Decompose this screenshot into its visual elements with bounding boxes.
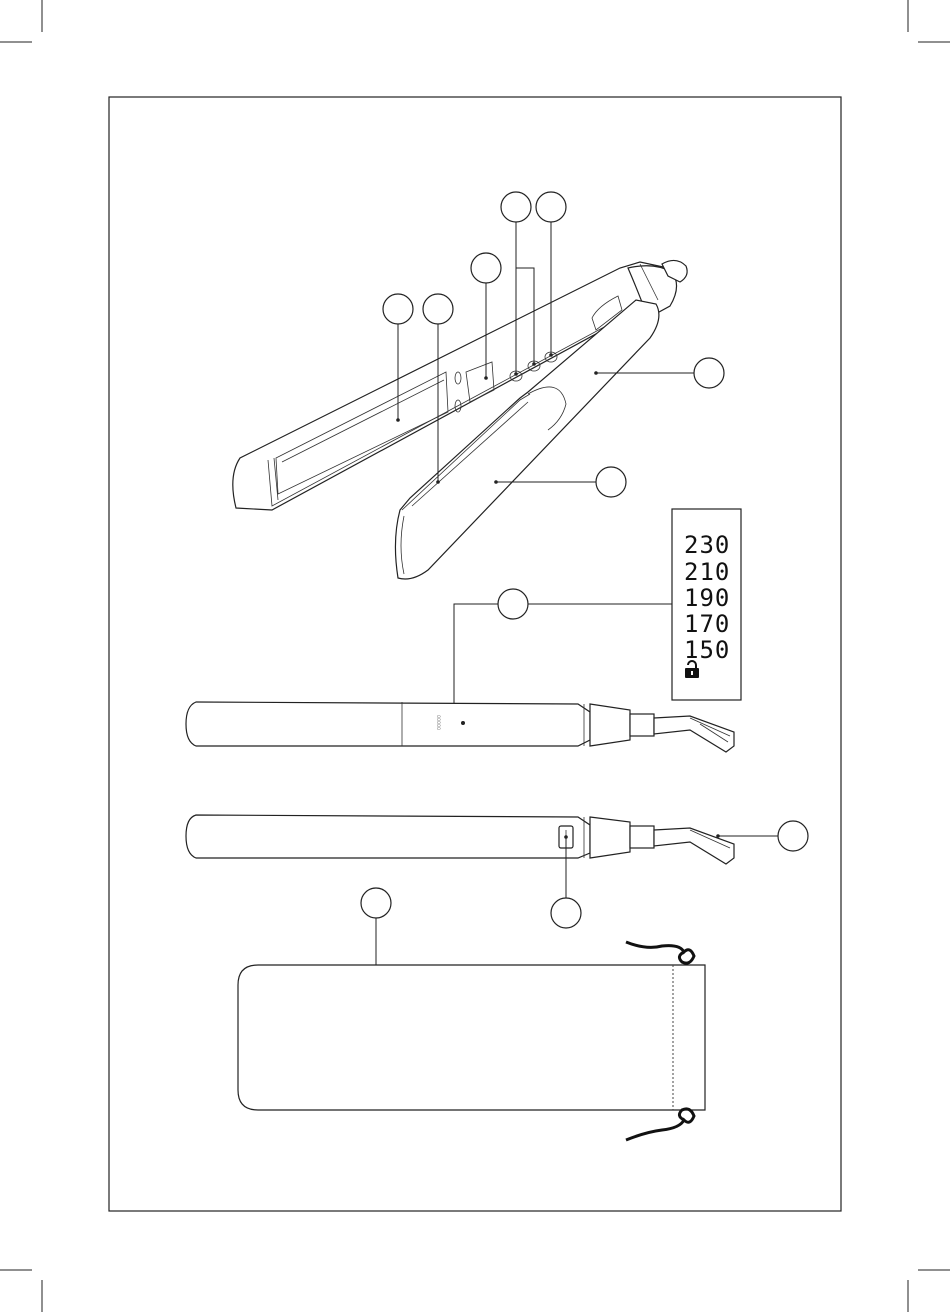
temperature-display-panel: 230 210 190 170 150 [672, 509, 741, 700]
callout-i [778, 821, 808, 851]
temp-170: 170 [684, 610, 730, 638]
leader-lines-middle [452, 604, 672, 712]
storage-pouch [238, 942, 705, 1140]
temp-230: 230 [684, 531, 730, 559]
callout-e [536, 192, 566, 222]
callout-k [361, 888, 391, 918]
temp-210: 210 [684, 558, 730, 586]
callout-a [383, 294, 413, 324]
callout-d [501, 192, 531, 222]
callout-h [498, 589, 528, 619]
straightener-side-view-switch [186, 815, 734, 864]
straightener-side-view-display: ▯▯▯▯▯ [186, 702, 734, 752]
callout-c [471, 253, 501, 283]
straightener-open-view [233, 260, 687, 579]
callout-j [551, 898, 581, 928]
side-display-digits: ▯▯▯▯▯ [436, 715, 442, 730]
callout-f [694, 358, 724, 388]
callout-b [423, 294, 453, 324]
callout-g [596, 467, 626, 497]
temp-150: 150 [684, 636, 730, 664]
temp-190: 190 [684, 584, 730, 612]
